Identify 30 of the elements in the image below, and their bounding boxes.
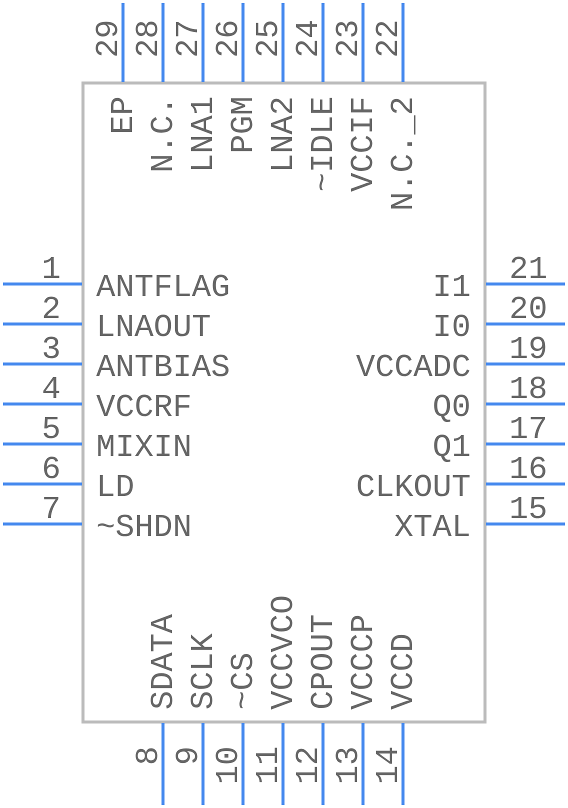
pin-name: VCCCP [350,616,372,710]
pin-name: I1 [436,275,470,296]
pin-name: LNA1 [191,98,212,170]
pin-name: LNA2 [270,98,292,170]
pin-name: VCCRF [96,394,190,416]
pin-name: SCLK [190,633,212,709]
pin-name: EP [111,98,132,132]
pin-name: SDATA [150,614,172,709]
pin-name: ANTFLAG [96,274,228,296]
chip-body [82,82,486,724]
pin-name: ~CS [230,654,252,708]
pin-name: Q1 [434,434,470,462]
pin-name: N.C. [150,104,172,170]
pin-name: XTAL [394,515,469,536]
pin-name: ANTBIAS [96,354,229,376]
pin-name: LD [100,475,133,496]
pin-name: PGM [230,98,252,152]
pin-name: VCCADC [356,354,470,376]
pin-name: I0 [436,314,469,336]
pin-name: ~IDLE [311,98,332,190]
pin-name: CLKOUT [358,474,470,496]
pin-name: CPOUT [310,615,332,708]
pin-name: ~SHDN [98,514,190,536]
pin-name: Q0 [434,394,469,422]
pin-name: LNAOUT [100,314,210,336]
pin-name: MIXIN [98,435,190,456]
pin-name: VCCD [390,634,412,710]
pin-name: VCCIF [350,98,372,192]
pin-name: VCCVCO [270,596,292,710]
pin-name: N.C._2 [390,98,416,208]
